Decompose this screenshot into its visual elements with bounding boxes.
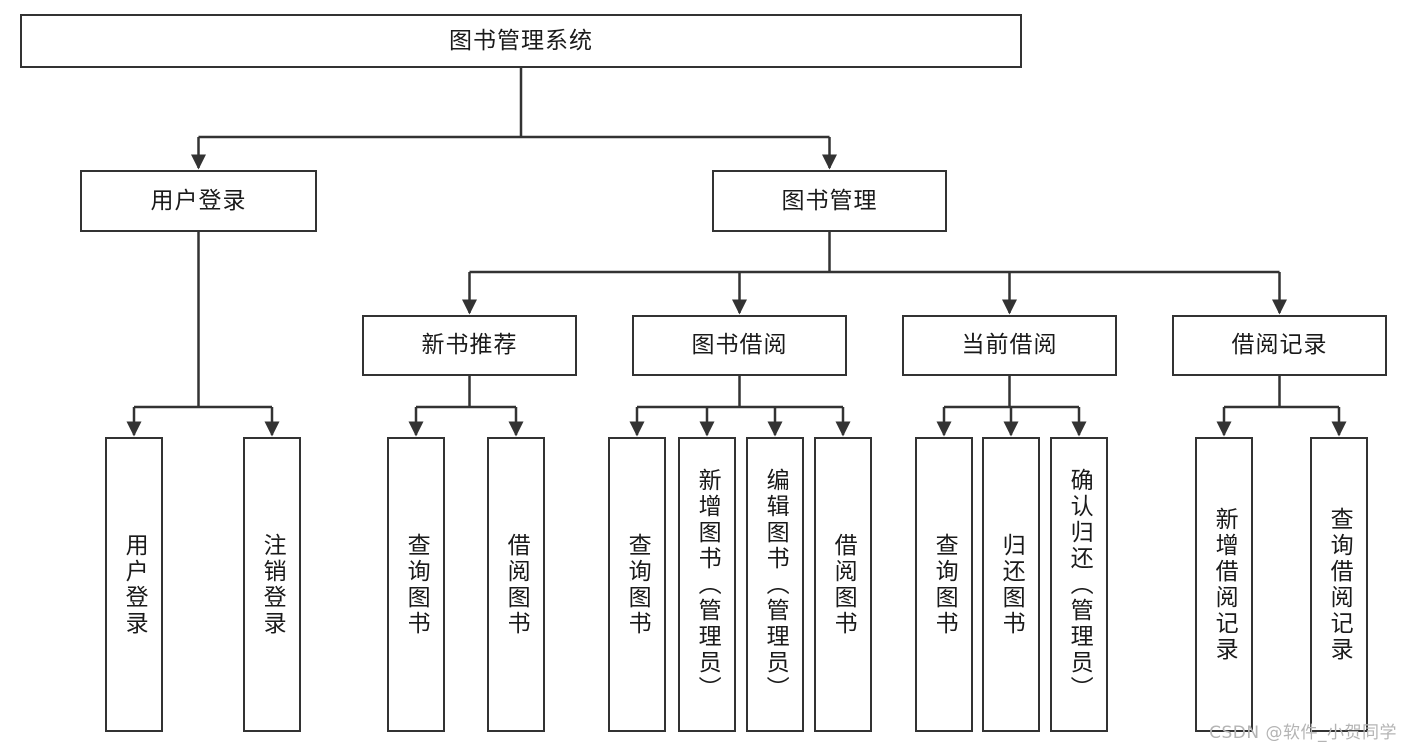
node-borrow-record[interactable]: 借阅记录 xyxy=(1172,315,1387,376)
node-leaf-borrow-book-rec[interactable]: 借阅图书 xyxy=(487,437,545,732)
node-label: 借阅图书 xyxy=(503,532,530,637)
node-leaf-user-logout[interactable]: 注销登录 xyxy=(243,437,301,732)
node-label: 归还图书 xyxy=(998,532,1025,637)
node-label: 新书推荐 xyxy=(421,332,518,359)
node-label: 查询图书 xyxy=(624,532,651,637)
node-leaf-query-book-current[interactable]: 查询图书 xyxy=(915,437,973,732)
node-label: 查询图书 xyxy=(403,532,430,637)
node-label: 编辑图书（管理员） xyxy=(762,467,789,702)
node-label: 图书借阅 xyxy=(691,332,788,359)
node-root[interactable]: 图书管理系统 xyxy=(20,14,1022,68)
node-leaf-borrow-book[interactable]: 借阅图书 xyxy=(814,437,872,732)
node-leaf-query-book-rec[interactable]: 查询图书 xyxy=(387,437,445,732)
node-leaf-query-borrow-record[interactable]: 查询借阅记录 xyxy=(1310,437,1368,732)
node-label: 当前借阅 xyxy=(961,332,1058,359)
node-label: 注销登录 xyxy=(259,532,286,637)
node-book-borrow[interactable]: 图书借阅 xyxy=(632,315,847,376)
node-leaf-add-borrow-record[interactable]: 新增借阅记录 xyxy=(1195,437,1253,732)
node-label: 借阅图书 xyxy=(830,532,857,637)
node-label: 借阅记录 xyxy=(1231,332,1328,359)
node-new-book-recommend[interactable]: 新书推荐 xyxy=(362,315,577,376)
node-label: 确认归还（管理员） xyxy=(1066,467,1093,702)
node-label: 图书管理 xyxy=(781,187,878,214)
node-label: 查询借阅记录 xyxy=(1326,506,1353,663)
node-leaf-confirm-return-admin[interactable]: 确认归还（管理员） xyxy=(1050,437,1108,732)
watermark-text: CSDN @软件_小贺同学 xyxy=(1209,723,1397,743)
node-leaf-return-book[interactable]: 归还图书 xyxy=(982,437,1040,732)
node-label: 查询图书 xyxy=(931,532,958,637)
node-label: 新增图书（管理员） xyxy=(694,467,721,702)
node-book-manage[interactable]: 图书管理 xyxy=(712,170,947,232)
node-leaf-edit-book-admin[interactable]: 编辑图书（管理员） xyxy=(746,437,804,732)
node-user-login[interactable]: 用户登录 xyxy=(80,170,317,232)
node-label: 图书管理系统 xyxy=(449,27,593,54)
node-leaf-query-book-borrow[interactable]: 查询图书 xyxy=(608,437,666,732)
node-label: 用户登录 xyxy=(121,532,148,637)
node-leaf-user-login[interactable]: 用户登录 xyxy=(105,437,163,732)
node-label: 用户登录 xyxy=(150,187,247,214)
node-label: 新增借阅记录 xyxy=(1211,506,1238,663)
node-leaf-add-book-admin[interactable]: 新增图书（管理员） xyxy=(678,437,736,732)
node-current-borrow[interactable]: 当前借阅 xyxy=(902,315,1117,376)
